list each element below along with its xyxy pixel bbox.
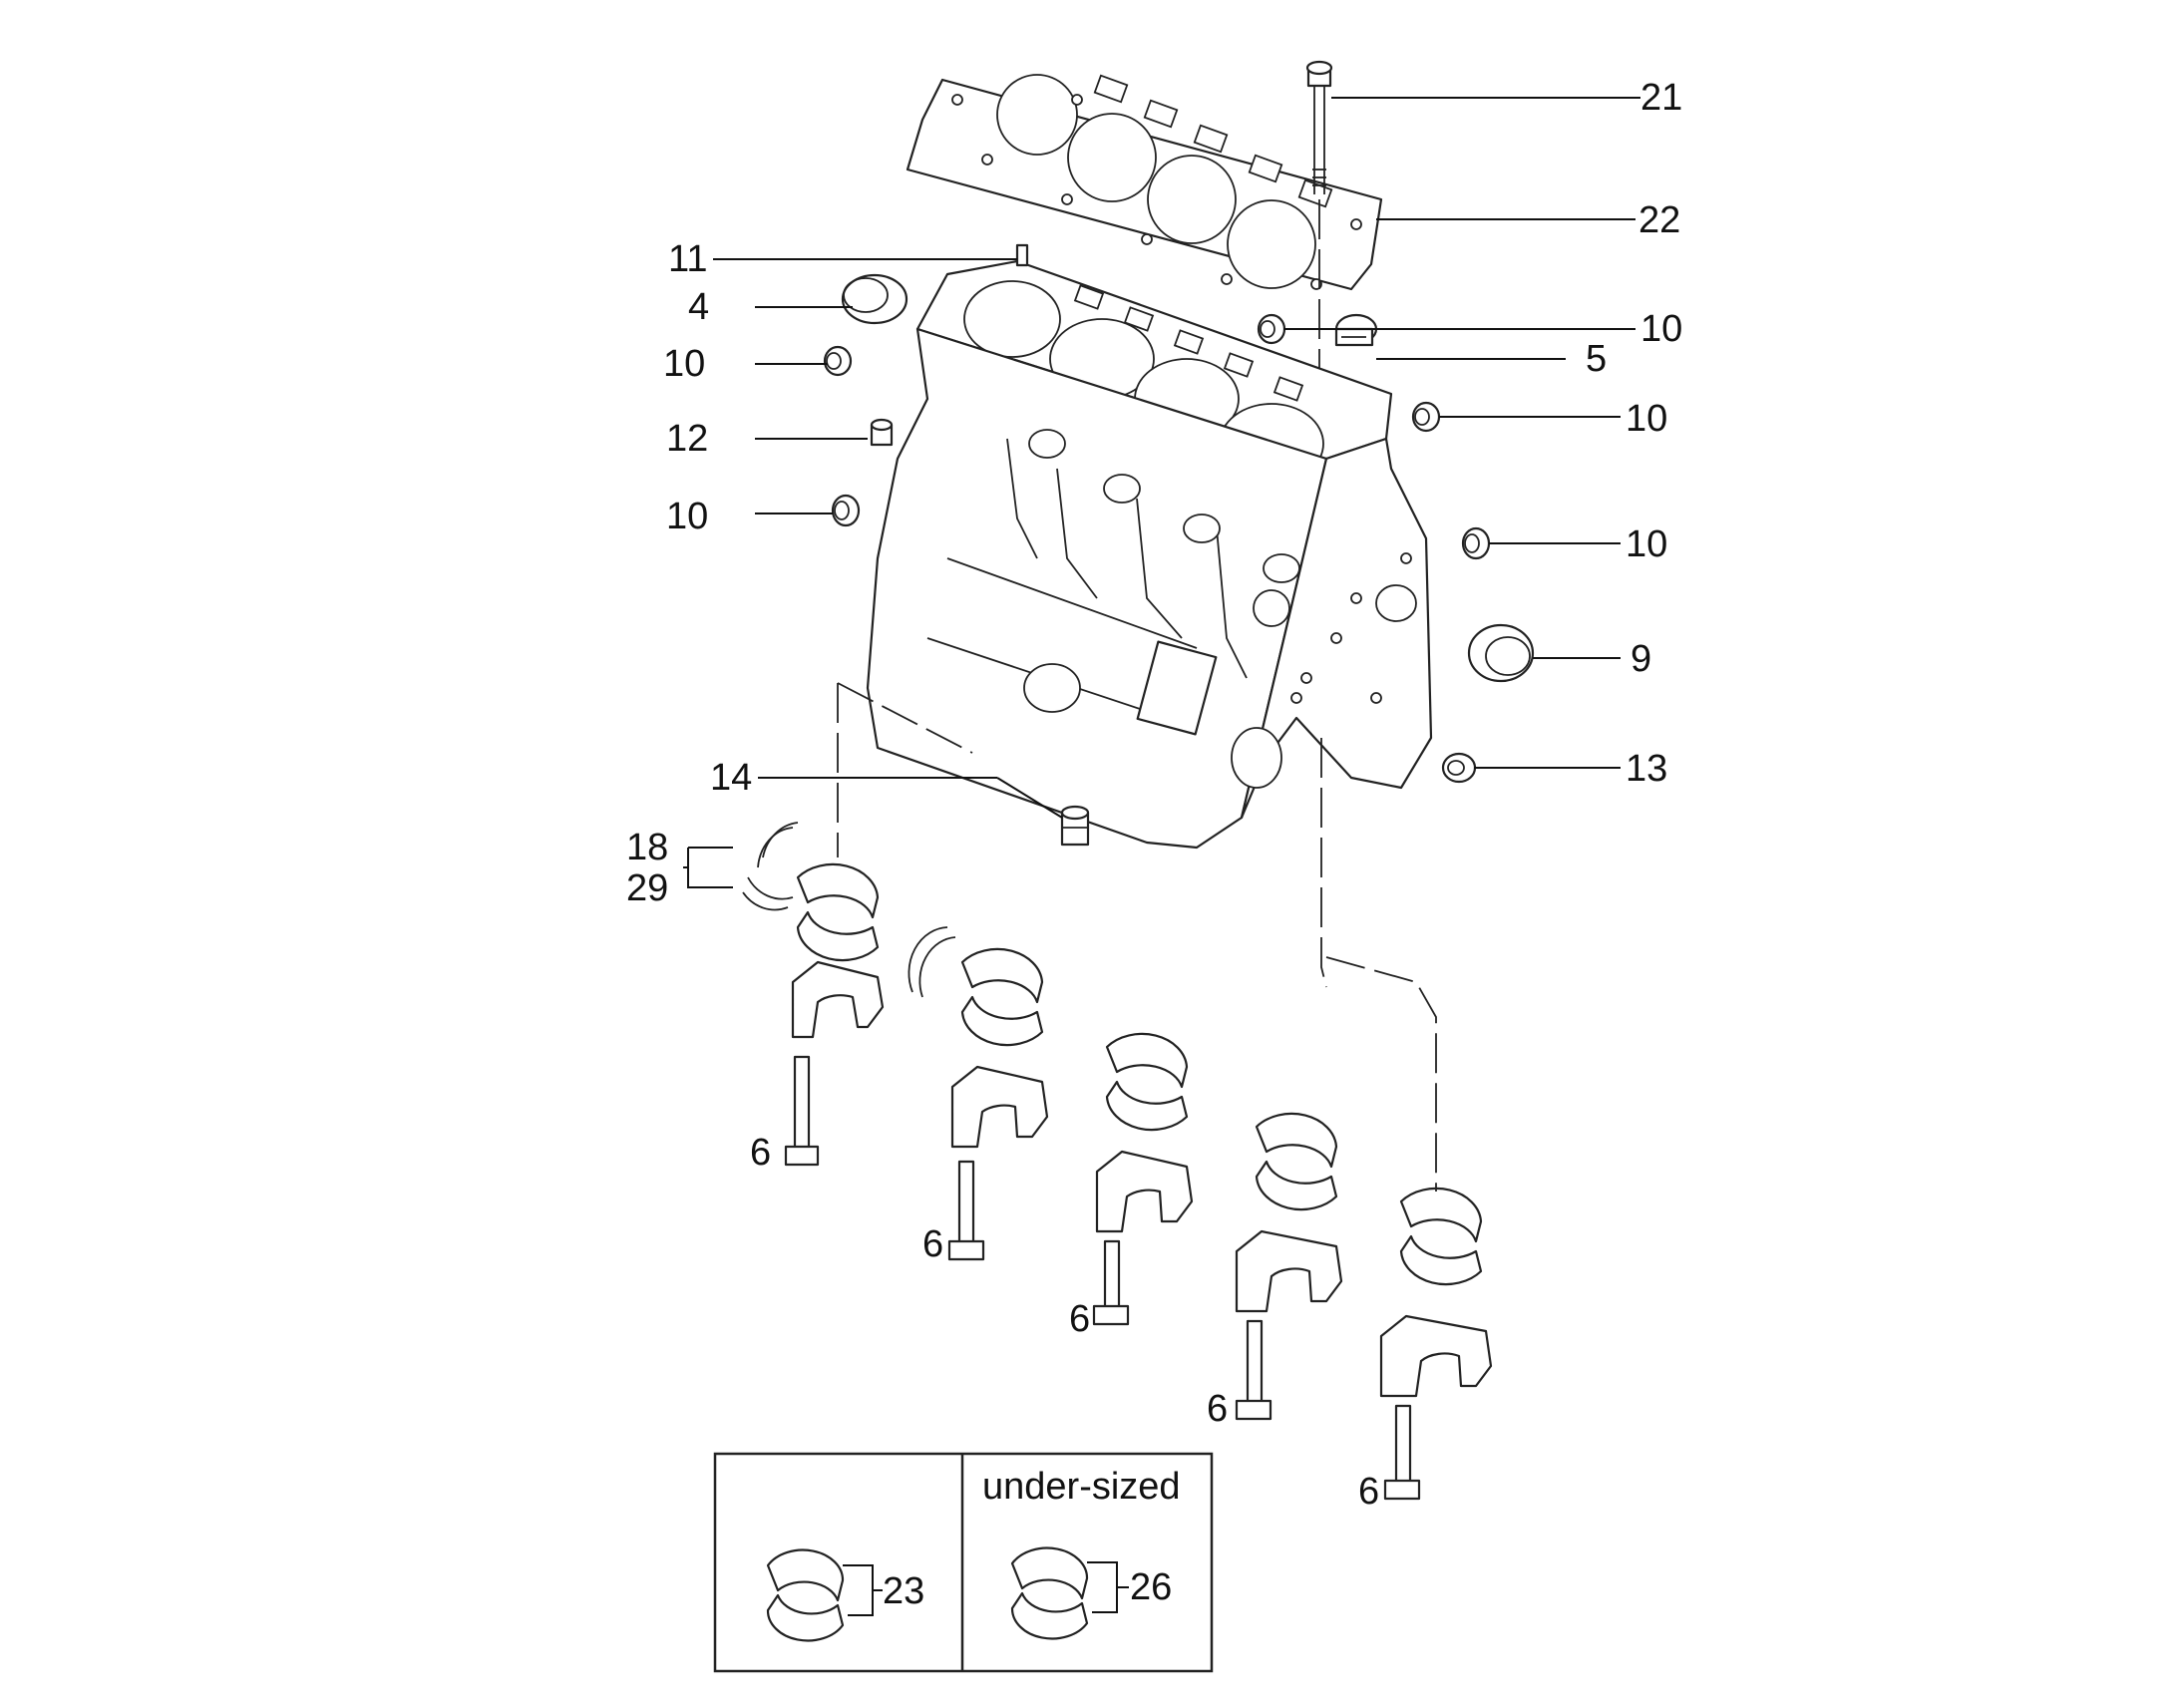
- camshaft-bushing: [1467, 623, 1535, 683]
- label-9: 9: [1631, 638, 1651, 680]
- dowel-pin: [1015, 243, 1029, 267]
- label-4: 4: [688, 286, 709, 328]
- label-22: 22: [1638, 199, 1680, 241]
- label-13: 13: [1626, 748, 1667, 790]
- label-10-top-right: 10: [1640, 308, 1682, 350]
- cylinder-block: [866, 259, 1433, 850]
- head-gasket: [906, 74, 1383, 291]
- main-bearing-set-2: [947, 947, 1049, 1261]
- undersized-bearing-icon: [1010, 1546, 1129, 1640]
- label-10-right-upper: 10: [1626, 398, 1667, 440]
- label-6-third: 6: [1069, 1298, 1090, 1340]
- label-6-first: 6: [750, 1132, 771, 1174]
- label-21: 21: [1640, 77, 1682, 119]
- label-26: 26: [1130, 1566, 1172, 1608]
- label-14: 14: [710, 757, 752, 799]
- plug-right-mid: [1461, 526, 1491, 560]
- main-bearing-set-1: [784, 862, 885, 1167]
- thrust-washers: [742, 822, 956, 998]
- plug-14: [1060, 805, 1090, 847]
- label-23: 23: [883, 1570, 924, 1612]
- part-labels: 21 22 11 4 10 10 5 12 10 10 10 10 9 13 1…: [626, 77, 1682, 1513]
- plug-right-upper: [1411, 401, 1441, 433]
- label-29: 29: [626, 867, 668, 909]
- undersized-heading: under-sized: [982, 1466, 1181, 1508]
- main-bearing-set-5: [1379, 1187, 1493, 1501]
- label-6-fourth: 6: [1207, 1388, 1228, 1430]
- plug-12: [870, 418, 894, 447]
- plug-top-center: [1257, 313, 1286, 345]
- drain-plug-13: [1441, 752, 1477, 784]
- bearing-size-inset: under-sized 23 26: [713, 1452, 1214, 1673]
- expansion-plug-large: [841, 273, 908, 325]
- plug-left-lower: [831, 494, 861, 527]
- label-6-second: 6: [922, 1223, 943, 1265]
- label-12: 12: [666, 418, 708, 460]
- label-10-right-mid: 10: [1626, 523, 1667, 565]
- assembly-lines: [837, 682, 1437, 1192]
- standard-bearing-icon: [766, 1548, 883, 1642]
- label-10-left-lower: 10: [666, 496, 708, 537]
- main-bearing-set-4: [1235, 1112, 1343, 1421]
- label-5: 5: [1586, 338, 1607, 380]
- label-6-fifth: 6: [1358, 1471, 1379, 1513]
- label-18: 18: [626, 827, 668, 868]
- head-bolt: [1305, 60, 1333, 409]
- plug-left-upper: [823, 345, 853, 377]
- label-10-left-upper: 10: [663, 343, 705, 385]
- label-11: 11: [668, 238, 707, 280]
- main-bearing-set-3: [1092, 1032, 1194, 1326]
- leader-lines: [683, 97, 1640, 888]
